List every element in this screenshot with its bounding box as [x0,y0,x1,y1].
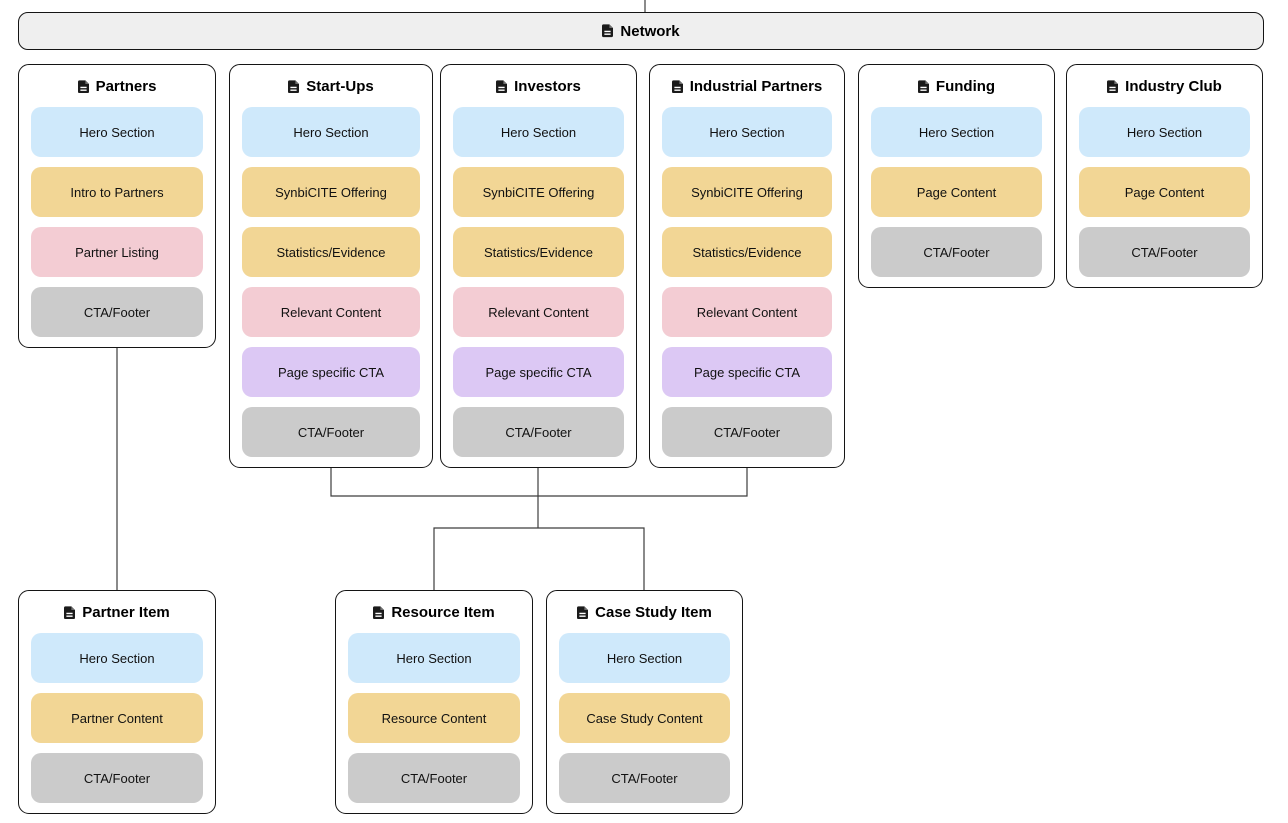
section-hero-section[interactable]: Hero Section [662,107,832,157]
section-page-content[interactable]: Page Content [871,167,1042,217]
page-icon [496,80,508,94]
section-page-specific-cta[interactable]: Page specific CTA [453,347,624,397]
page-icon [64,606,76,620]
section-page-specific-cta[interactable]: Page specific CTA [242,347,420,397]
section-cta-footer[interactable]: CTA/Footer [871,227,1042,277]
section-hero-section[interactable]: Hero Section [242,107,420,157]
node-title: Industry Club [1079,74,1250,99]
section-relevant-content[interactable]: Relevant Content [453,287,624,337]
section-partner-content[interactable]: Partner Content [31,693,203,743]
page-icon [577,606,589,620]
section-synbicite-offering[interactable]: SynbiCITE Offering [453,167,624,217]
page-icon [671,80,683,94]
section-hero-section[interactable]: Hero Section [559,633,730,683]
section-hero-section[interactable]: Hero Section [871,107,1042,157]
section-case-study-content[interactable]: Case Study Content [559,693,730,743]
section-hero-section[interactable]: Hero Section [453,107,624,157]
node-network[interactable]: Network [18,12,1264,50]
page-icon [1107,80,1119,94]
page-icon [288,80,300,94]
node-title-text: Start-Ups [306,78,374,95]
section-cta-footer[interactable]: CTA/Footer [1079,227,1250,277]
node-title-text: Funding [935,78,996,95]
section-intro-to-partners[interactable]: Intro to Partners [31,167,203,217]
section-relevant-content[interactable]: Relevant Content [242,287,420,337]
node-title: Start-Ups [242,74,420,99]
node-title: Funding [871,74,1042,99]
section-hero-section[interactable]: Hero Section [31,633,203,683]
node-title: Partner Item [31,600,203,625]
node-title: Investors [453,74,624,99]
node-title-text: Industry Club [1125,78,1222,95]
page-icon [917,80,929,94]
section-resource-content[interactable]: Resource Content [348,693,520,743]
section-cta-footer[interactable]: CTA/Footer [662,407,832,457]
section-cta-footer[interactable]: CTA/Footer [31,287,203,337]
node-title-text: Network [620,22,680,40]
section-cta-footer[interactable]: CTA/Footer [559,753,730,803]
section-statistics-evidence[interactable]: Statistics/Evidence [242,227,420,277]
section-cta-footer[interactable]: CTA/Footer [31,753,203,803]
section-cta-footer[interactable]: CTA/Footer [348,753,520,803]
section-synbicite-offering[interactable]: SynbiCITE Offering [242,167,420,217]
node-title: Partners [31,74,203,99]
node-title-text: Industrial Partners [689,78,823,95]
node-title: Industrial Partners [662,74,832,99]
node-title: Resource Item [348,600,520,625]
page-icon [373,606,385,620]
section-page-content[interactable]: Page Content [1079,167,1250,217]
node-title-text: Case Study Item [595,604,712,621]
node-title-text: Partners [95,78,157,95]
section-hero-section[interactable]: Hero Section [1079,107,1250,157]
page-icon [77,80,89,94]
section-page-specific-cta[interactable]: Page specific CTA [662,347,832,397]
section-partner-listing[interactable]: Partner Listing [31,227,203,277]
section-hero-section[interactable]: Hero Section [31,107,203,157]
section-cta-footer[interactable]: CTA/Footer [453,407,624,457]
node-title-text: Investors [514,78,581,95]
connector-children-bracket-top [330,460,748,497]
section-relevant-content[interactable]: Relevant Content [662,287,832,337]
section-statistics-evidence[interactable]: Statistics/Evidence [453,227,624,277]
connector-children-bracket-bottom [433,527,645,592]
page-icon [602,24,614,38]
section-synbicite-offering[interactable]: SynbiCITE Offering [662,167,832,217]
node-title-text: Resource Item [391,604,495,621]
node-title: Case Study Item [559,600,730,625]
node-title-text: Partner Item [82,604,170,621]
section-hero-section[interactable]: Hero Section [348,633,520,683]
section-cta-footer[interactable]: CTA/Footer [242,407,420,457]
section-statistics-evidence[interactable]: Statistics/Evidence [662,227,832,277]
